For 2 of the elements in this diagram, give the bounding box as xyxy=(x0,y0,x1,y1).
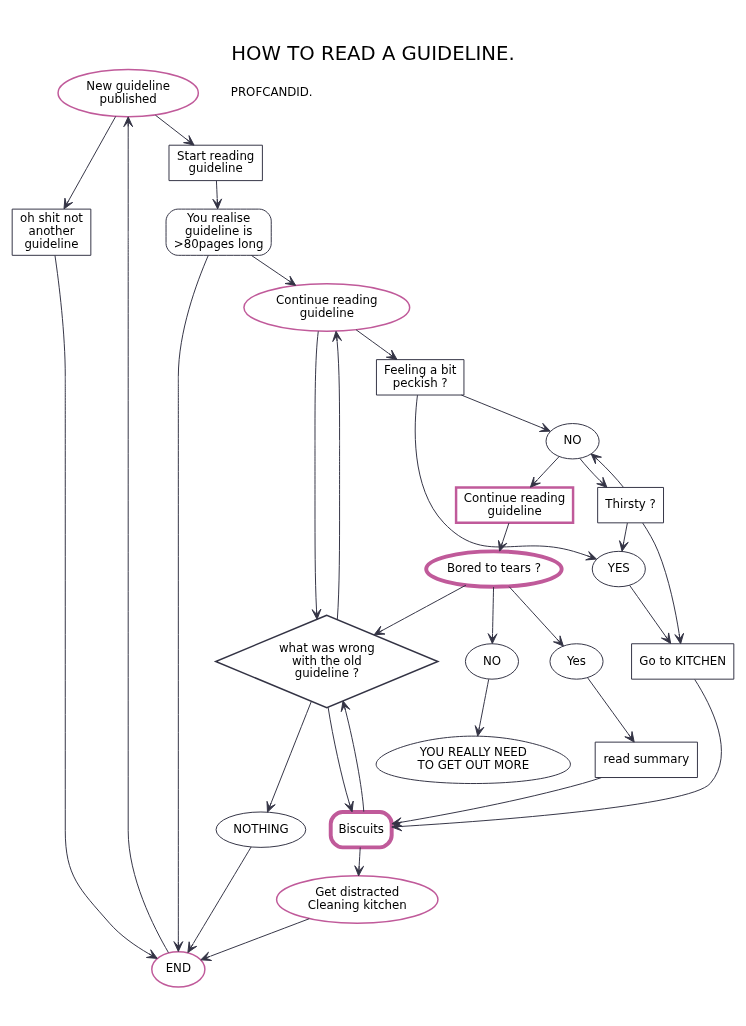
label: PROFCANDID. xyxy=(230,84,313,99)
diagram-title: HOW TO READ A GUIDELINE. xyxy=(231,41,515,65)
